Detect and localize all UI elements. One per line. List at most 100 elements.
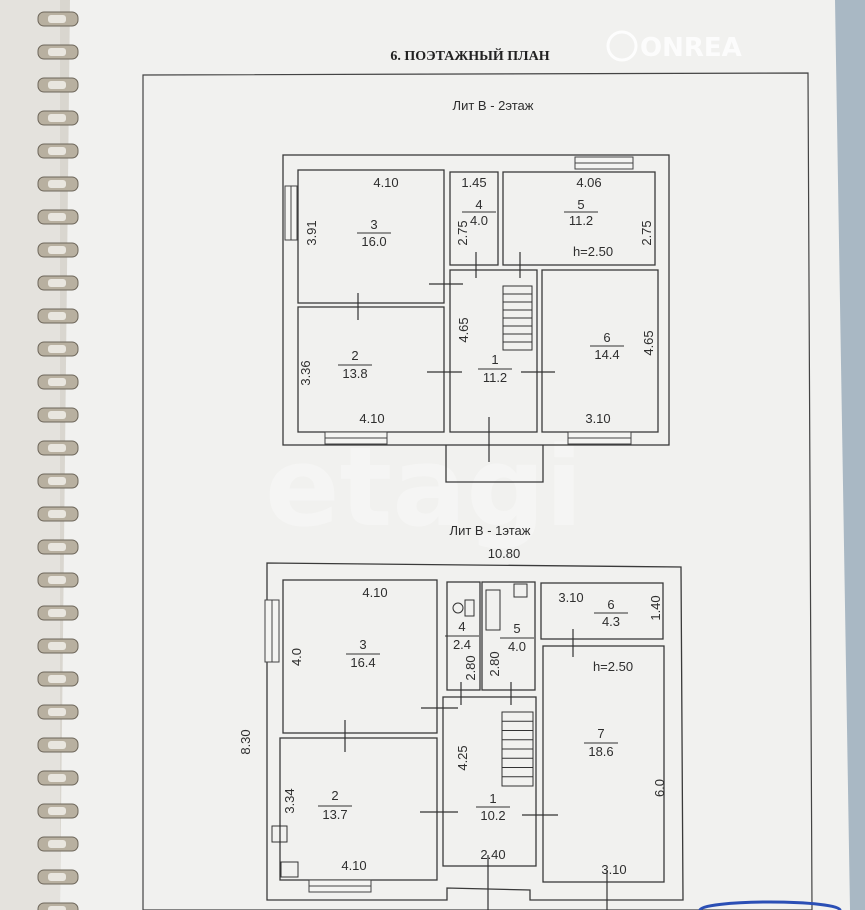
room-number: 4 [475, 197, 482, 212]
room-number: 6 [603, 330, 610, 345]
ceiling-height: h=2.50 [573, 244, 613, 259]
dimension-label: 3.10 [585, 411, 610, 426]
dimension-label: 2.40 [480, 847, 505, 862]
door-marks [357, 252, 555, 462]
room-number: 2 [331, 788, 338, 803]
dimension-label: 4.10 [362, 585, 387, 600]
room-5 [502, 171, 656, 266]
room-area: 4.0 [470, 213, 488, 228]
binding-hole [48, 48, 66, 56]
room-area: 18.6 [588, 744, 613, 759]
dimension-label: 1.40 [648, 595, 663, 620]
room-area: 13.7 [322, 807, 347, 822]
dimension-label: 8.30 [238, 729, 253, 754]
room-area: 11.2 [483, 370, 507, 385]
room-area: 13.8 [342, 366, 367, 381]
room-1 [449, 269, 538, 433]
binding-hole [48, 180, 66, 188]
room-6 [540, 582, 664, 640]
page-frame [142, 72, 813, 910]
watermark-etagi: etagi [265, 423, 583, 551]
room-area: 14.4 [594, 347, 619, 362]
binding-hole [48, 510, 66, 518]
watermark-logo-icon [606, 30, 638, 62]
floor-1-plan: Лит В - 1этаж 10.808.30316.442.454.064.3… [238, 523, 684, 910]
paper-sheet [60, 0, 850, 910]
watermark-onrealt: ONREA [640, 33, 742, 63]
dimension-label: 2.80 [487, 651, 502, 676]
binding-hole [48, 708, 66, 716]
floor-2-plan: Лит В - 2этаж 316.044.0511.2213.8111.261… [282, 98, 670, 483]
dimension-label: 4.65 [456, 317, 471, 342]
floor-2-label: Лит В - 2этаж [453, 98, 534, 113]
binding-hole [48, 807, 66, 815]
dimension-label: 4.06 [576, 175, 601, 190]
toilet-icon [464, 599, 475, 617]
binding-hole [48, 675, 66, 683]
room-area: 11.2 [569, 213, 593, 228]
binding-hole [48, 147, 66, 155]
binding-hole [48, 411, 66, 419]
floor-1-label: Лит В - 1этаж [450, 523, 531, 538]
room-area: 16.0 [361, 234, 386, 249]
room-1 [442, 696, 537, 867]
spiral-binding [37, 11, 79, 910]
sink-icon [452, 602, 464, 614]
binding-hole [48, 642, 66, 650]
room-number: 3 [370, 217, 377, 232]
room-7 [542, 645, 665, 883]
outer-wall [266, 562, 684, 901]
binding-hole [48, 246, 66, 254]
room-number: 4 [458, 619, 465, 634]
dimension-label: 1.45 [461, 175, 486, 190]
room-number: 5 [513, 621, 520, 636]
room-number: 2 [351, 348, 358, 363]
room-area: 4.0 [508, 639, 526, 654]
room-number: 1 [489, 791, 496, 806]
stove-icon [280, 861, 299, 878]
sink-icon [271, 825, 288, 843]
room-area: 10.2 [480, 808, 505, 823]
room-5 [481, 581, 536, 691]
binding-hole [48, 774, 66, 782]
room-3 [282, 579, 438, 734]
binding-hole [48, 906, 66, 910]
dimension-label: 4.65 [641, 330, 656, 355]
binding-hole [48, 213, 66, 221]
binding-hole [48, 609, 66, 617]
binding-hole [48, 873, 66, 881]
binding-hole [48, 81, 66, 89]
room-number: 1 [491, 352, 498, 367]
stamp [698, 900, 842, 910]
binding-hole [48, 741, 66, 749]
dimension-label: 4.10 [373, 175, 398, 190]
room-4 [449, 171, 499, 266]
dimension-label: 4.0 [289, 648, 304, 666]
page-title: 6. ПОЭТАЖНЫЙ ПЛАН [390, 47, 549, 64]
dimension-label: 4.10 [341, 858, 366, 873]
ceiling-height: h=2.50 [593, 659, 633, 674]
binding-hole [48, 279, 66, 287]
bathtub-icon [485, 589, 501, 631]
dimension-label: 3.34 [282, 788, 297, 813]
dimension-label: 2.75 [639, 220, 654, 245]
room-3 [297, 169, 445, 304]
binding-hole [48, 576, 66, 584]
binding-hole [48, 312, 66, 320]
dimension-label: 3.91 [304, 220, 319, 245]
outer-wall [282, 154, 670, 446]
door-marks [344, 629, 608, 910]
binding-hole [48, 840, 66, 848]
dimension-label: 2.80 [463, 655, 478, 680]
room-area: 2.4 [453, 637, 471, 652]
dimension-label: 4.25 [455, 745, 470, 770]
room-area: 4.3 [602, 614, 620, 629]
room-area: 16.4 [350, 655, 375, 670]
binding-hole [48, 345, 66, 353]
room-number: 7 [597, 726, 604, 741]
room-number: 6 [607, 597, 614, 612]
dimension-label: 3.10 [558, 590, 583, 605]
dimension-label: 3.36 [298, 360, 313, 385]
room-number: 5 [577, 197, 584, 212]
